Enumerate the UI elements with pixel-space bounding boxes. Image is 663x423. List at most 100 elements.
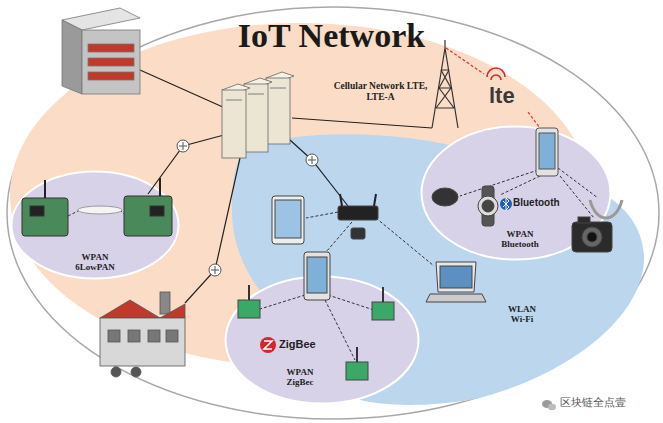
cell-tower <box>436 70 454 108</box>
region-label: WLAN Wi-Fi <box>500 304 544 325</box>
region-ellipse <box>12 172 179 279</box>
outer-oval <box>7 7 659 419</box>
wlan-devices <box>272 196 304 244</box>
factory <box>128 330 140 342</box>
office-building <box>82 30 140 94</box>
zigbee-devices <box>382 287 384 302</box>
region-outline <box>228 128 646 405</box>
server-rack <box>226 100 242 101</box>
cell-tower <box>444 40 445 48</box>
office-building <box>88 72 134 80</box>
bluetooth-devices <box>572 222 612 252</box>
lowpan-devices <box>78 206 122 214</box>
factory <box>100 300 185 318</box>
network-region: WLAN Wi-Fi <box>228 128 646 405</box>
lowpan-devices <box>150 206 164 216</box>
server-rack <box>270 88 286 89</box>
cellular-link <box>446 48 484 74</box>
region-label: WPAN Bluetooth <box>492 229 548 250</box>
label-holder: lte <box>489 83 515 108</box>
wire <box>140 70 225 108</box>
lte-waves <box>487 68 505 77</box>
factory <box>166 330 178 342</box>
smartphone <box>536 128 558 176</box>
label-holder: ZigBee <box>279 338 316 351</box>
lowpan-devices <box>30 206 44 216</box>
diagram-title: IoT Network <box>238 16 425 55</box>
factory <box>108 330 120 342</box>
bluetooth-devices <box>500 198 512 210</box>
lte-logo: lte <box>489 83 515 108</box>
zigbee-devices <box>346 362 368 380</box>
region-outline <box>224 275 420 405</box>
office-building <box>88 44 134 52</box>
zigbee-devices <box>264 341 272 349</box>
factory <box>100 292 185 377</box>
label-holder: Cellular Network LTE, LTE-A <box>333 81 428 103</box>
factory <box>160 292 170 314</box>
bluetooth-devices <box>582 227 602 247</box>
lowpan-devices <box>124 196 172 236</box>
cellular-link <box>528 112 540 128</box>
wechat-icon <box>548 404 556 411</box>
smartphone <box>539 133 555 169</box>
lte-waves <box>487 68 505 80</box>
lowpan-devices <box>159 178 161 196</box>
wechat-icon <box>542 400 556 410</box>
region-label: WPAN 6LowPAN <box>71 252 119 273</box>
label-holder: Bluetooth <box>513 197 560 209</box>
wlan-devices <box>426 294 486 302</box>
factory <box>148 330 160 342</box>
zigbee-devices <box>260 337 276 353</box>
region-ellipse <box>422 127 611 260</box>
network-region: WPAN 6LowPAN <box>10 170 180 280</box>
lowpan-devices <box>44 180 46 198</box>
region-label: WPAN ZigBec <box>274 367 326 388</box>
bluetooth-devices <box>432 188 458 206</box>
zigbee-devices <box>238 300 260 318</box>
wlan-devices <box>275 200 301 238</box>
watermark: 区块链全点壹 <box>558 397 628 410</box>
wlan-devices <box>436 262 476 292</box>
bluetooth-devices <box>482 200 494 212</box>
bluetooth-devices <box>482 186 494 226</box>
wlan-devices <box>338 206 378 220</box>
factory <box>111 367 121 377</box>
label-holder: 区块链全点壹 <box>558 397 628 410</box>
cellular-link <box>446 48 540 128</box>
title-holder: IoT Network <box>0 16 663 55</box>
bluetooth-devices <box>503 198 509 210</box>
network-label: Cellular Network LTE, LTE-A <box>333 81 428 103</box>
bluetooth-devices <box>478 196 498 216</box>
office-building <box>88 58 134 66</box>
server-rack <box>222 90 246 158</box>
lte-waves <box>491 75 501 80</box>
server-rack <box>248 94 264 95</box>
network-region: WPAN Bluetooth <box>420 125 612 261</box>
factory <box>100 318 185 366</box>
cell-tower <box>432 40 458 128</box>
zigbee-devices <box>356 347 358 362</box>
office-building <box>62 20 82 94</box>
zigbee-devices <box>372 302 394 320</box>
wlan-devices <box>440 266 472 288</box>
region-ellipse <box>226 277 419 404</box>
smartphone <box>536 128 558 176</box>
zigbee-devices <box>304 252 330 300</box>
cell-tower <box>432 48 458 128</box>
factory <box>131 367 141 377</box>
zigbee-logo: ZigBee <box>279 338 316 351</box>
bluetooth-logo: Bluetooth <box>513 197 560 209</box>
lowpan-devices <box>22 198 68 236</box>
office-building <box>62 8 140 94</box>
zigbee-devices <box>307 257 327 293</box>
network-region: WPAN ZigBec <box>224 275 420 405</box>
zigbee-devices <box>248 285 250 300</box>
wire <box>185 158 240 303</box>
server-rack <box>244 84 268 152</box>
